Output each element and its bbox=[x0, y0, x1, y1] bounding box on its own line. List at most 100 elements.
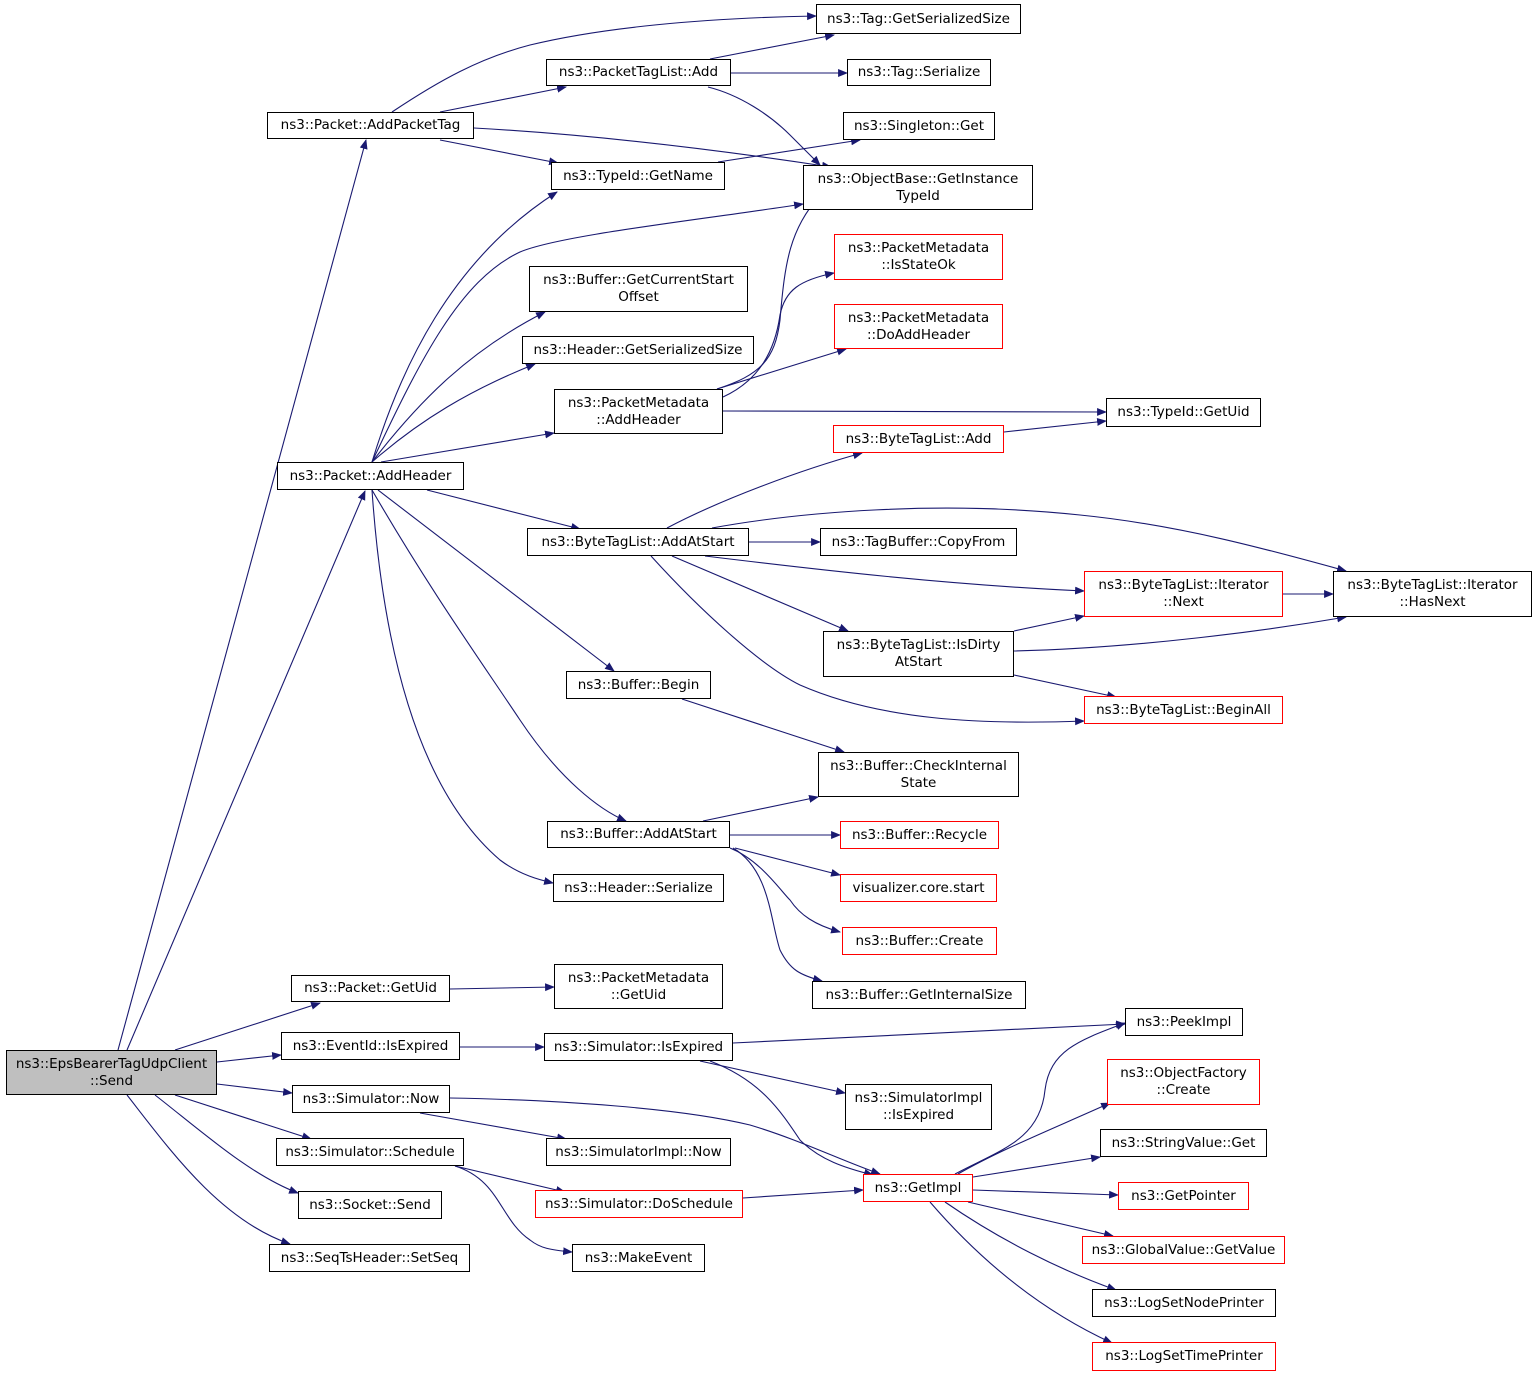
edge-packetmetadata-addheader-to-objectbase-getinstancetypeid bbox=[716, 194, 821, 390]
node-visualizer-core-start[interactable]: visualizer.core.start bbox=[840, 874, 997, 902]
node-packetmetadata-doaddheader[interactable]: ns3::PacketMetadata::DoAddHeader bbox=[834, 304, 1003, 349]
node-buffer-getinternalsize[interactable]: ns3::Buffer::GetInternalSize bbox=[812, 981, 1026, 1009]
edge-bytetaglist-addatstart-to-bytetaglist-iterator-next bbox=[704, 555, 1085, 595]
node-packet-addpackettag[interactable]: ns3::Packet::AddPacketTag bbox=[267, 112, 474, 139]
node-label-line: ns3::Tag::GetSerializedSize bbox=[827, 10, 1010, 27]
node-singleton-get[interactable]: ns3::Singleton::Get bbox=[843, 112, 995, 140]
edge-getimpl-to-objectfactory-create bbox=[957, 1102, 1111, 1175]
node-label-line: ns3::PacketMetadata bbox=[847, 240, 990, 256]
edge-packet-getuid-to-packetmetadata-getuid bbox=[449, 983, 555, 992]
edge-buffer-addatstart-to-buffer-create bbox=[729, 847, 841, 934]
node-bytetaglist-iterator-next[interactable]: ns3::ByteTagList::Iterator::Next bbox=[1084, 571, 1283, 617]
node-header-getserializedsize[interactable]: ns3::Header::GetSerializedSize bbox=[522, 336, 754, 364]
node-label-line: ns3::ObjectBase::GetInstance bbox=[817, 170, 1019, 187]
node-label: ns3::ByteTagList::AddAtStart bbox=[541, 534, 734, 551]
node-stringvalue-get[interactable]: ns3::StringValue::Get bbox=[1100, 1129, 1267, 1157]
node-label: ns3::EventId::IsExpired bbox=[293, 1038, 449, 1055]
edge-getimpl-to-peekimpl bbox=[954, 1022, 1126, 1175]
edge-getimpl-to-logsetnodeprinter bbox=[944, 1201, 1117, 1291]
node-packet-getuid[interactable]: ns3::Packet::GetUid bbox=[291, 975, 450, 1002]
node-label: ns3::MakeEvent bbox=[585, 1250, 693, 1267]
edge-packet-addheader-to-objectbase-getinstancetypeid bbox=[371, 201, 804, 463]
node-packet-addheader[interactable]: ns3::Packet::AddHeader bbox=[277, 462, 464, 490]
node-buffer-addatstart[interactable]: ns3::Buffer::AddAtStart bbox=[547, 821, 730, 848]
node-label-line: ns3::Header::GetSerializedSize bbox=[533, 341, 743, 358]
edge-bytetaglist-add-to-typeid-getuid bbox=[1003, 418, 1107, 433]
node-seqtsheader-setseq[interactable]: ns3::SeqTsHeader::SetSeq bbox=[269, 1244, 470, 1272]
node-getimpl[interactable]: ns3::GetImpl bbox=[863, 1174, 973, 1202]
node-socket-send[interactable]: ns3::Socket::Send bbox=[298, 1191, 442, 1219]
node-simulatorimpl-now[interactable]: ns3::SimulatorImpl::Now bbox=[546, 1138, 731, 1166]
node-label: ns3::SeqTsHeader::SetSeq bbox=[281, 1250, 458, 1267]
edge-bytetaglist-isdirtyatstart-to-bytetaglist-iterator-next bbox=[1013, 613, 1085, 632]
node-label: ns3::LogSetTimePrinter bbox=[1105, 1348, 1263, 1365]
node-eventid-isexpired[interactable]: ns3::EventId::IsExpired bbox=[281, 1032, 460, 1060]
node-buffer-begin[interactable]: ns3::Buffer::Begin bbox=[566, 671, 711, 699]
node-label-line: ns3::ObjectFactory bbox=[1120, 1065, 1247, 1081]
edge-getimpl-to-getpointer bbox=[972, 1189, 1119, 1199]
node-typeid-getname[interactable]: ns3::TypeId::GetName bbox=[551, 162, 725, 190]
node-label-line: ns3::Buffer::Create bbox=[855, 932, 984, 949]
node-label: ns3::Buffer::GetInternalSize bbox=[826, 987, 1013, 1004]
node-buffer-create[interactable]: ns3::Buffer::Create bbox=[842, 927, 997, 955]
node-objectfactory-create[interactable]: ns3::ObjectFactory::Create bbox=[1107, 1059, 1260, 1105]
node-packetmetadata-addheader[interactable]: ns3::PacketMetadata::AddHeader bbox=[554, 389, 723, 434]
node-label-line: ns3::MakeEvent bbox=[584, 1249, 693, 1266]
node-label-line: ::DoAddHeader bbox=[866, 326, 971, 343]
edge-packetmetadata-addheader-to-packetmetadata-doaddheader bbox=[716, 347, 847, 390]
node-bytetaglist-addatstart[interactable]: ns3::ByteTagList::AddAtStart bbox=[527, 528, 749, 556]
node-buffer-recycle[interactable]: ns3::Buffer::Recycle bbox=[840, 821, 999, 849]
node-label-line: ns3::ByteTagList::Iterator bbox=[1098, 577, 1269, 593]
edge-packet-addheader-to-buffer-getcurrentstartoffset bbox=[371, 311, 546, 463]
edge-simulator-doschedule-to-getimpl bbox=[742, 1186, 864, 1199]
edge-simulator-now-to-getimpl bbox=[449, 1097, 881, 1175]
node-typeid-getuid[interactable]: ns3::TypeId::GetUid bbox=[1106, 398, 1261, 427]
node-logsetnodeprinter[interactable]: ns3::LogSetNodePrinter bbox=[1092, 1289, 1276, 1317]
node-simulator-schedule[interactable]: ns3::Simulator::Schedule bbox=[276, 1138, 464, 1166]
node-label: ns3::TypeId::GetName bbox=[563, 168, 713, 185]
node-label-line: ::IsStateOk bbox=[881, 257, 956, 273]
node-label-line: ns3::ByteTagList::BeginAll bbox=[1096, 701, 1271, 718]
node-header-serialize[interactable]: ns3::Header::Serialize bbox=[553, 874, 724, 902]
edge-packet-addheader-to-typeid-getname bbox=[371, 191, 558, 463]
node-globalvalue-getvalue[interactable]: ns3::GlobalValue::GetValue bbox=[1082, 1236, 1285, 1264]
node-label-line: ns3::Socket::Send bbox=[309, 1196, 431, 1213]
node-bytetaglist-iterator-hasnext[interactable]: ns3::ByteTagList::Iterator::HasNext bbox=[1333, 571, 1532, 617]
node-logsettimeprinter[interactable]: ns3::LogSetTimePrinter bbox=[1092, 1342, 1276, 1371]
edge-packetmetadata-addheader-to-packetmetadata-isstateok bbox=[722, 270, 835, 398]
node-peekimpl[interactable]: ns3::PeekImpl bbox=[1125, 1008, 1243, 1036]
node-bytetaglist-beginall[interactable]: ns3::ByteTagList::BeginAll bbox=[1084, 696, 1283, 724]
node-label-line: ns3::LogSetTimePrinter bbox=[1105, 1348, 1263, 1364]
node-simulator-doschedule[interactable]: ns3::Simulator::DoSchedule bbox=[535, 1190, 743, 1218]
node-label: ns3::GlobalValue::GetValue bbox=[1092, 1242, 1276, 1259]
node-label-line: ns3::ByteTagList::IsDirty bbox=[836, 637, 1001, 653]
edge-simulator-schedule-to-makeevent bbox=[454, 1165, 573, 1256]
edge-getimpl-to-globalvalue-getvalue bbox=[967, 1201, 1114, 1238]
node-packettaglist-add[interactable]: ns3::PacketTagList::Add bbox=[546, 59, 731, 86]
node-packetmetadata-isstateok[interactable]: ns3::PacketMetadata::IsStateOk bbox=[834, 234, 1003, 280]
node-packetmetadata-getuid[interactable]: ns3::PacketMetadata::GetUid bbox=[554, 964, 723, 1009]
node-label: ns3::Tag::GetSerializedSize bbox=[827, 11, 1010, 28]
node-simulatorimpl-isexpired[interactable]: ns3::SimulatorImpl::IsExpired bbox=[845, 1084, 992, 1130]
node-tag-serialize[interactable]: ns3::Tag::Serialize bbox=[847, 59, 991, 86]
edge-bytetaglist-addatstart-to-bytetaglist-iterator-hasnext bbox=[711, 507, 1347, 573]
node-label-line: ::Send bbox=[89, 1072, 134, 1089]
node-tagbuffer-copyfrom[interactable]: ns3::TagBuffer::CopyFrom bbox=[820, 528, 1017, 556]
node-label: ns3::ByteTagList::Add bbox=[846, 431, 992, 448]
node-simulator-now[interactable]: ns3::Simulator::Now bbox=[292, 1085, 450, 1113]
node-tag-getserializedsize[interactable]: ns3::Tag::GetSerializedSize bbox=[816, 4, 1021, 34]
node-makeevent[interactable]: ns3::MakeEvent bbox=[572, 1244, 705, 1272]
edge-packetmetadata-addheader-to-typeid-getuid bbox=[722, 408, 1107, 416]
node-label: ns3::PacketMetadata::AddHeader bbox=[568, 395, 709, 429]
node-simulator-isexpired[interactable]: ns3::Simulator::IsExpired bbox=[544, 1033, 733, 1061]
node-label: visualizer.core.start bbox=[852, 880, 984, 897]
node-label-line: ::IsExpired bbox=[882, 1107, 955, 1123]
node-bytetaglist-add[interactable]: ns3::ByteTagList::Add bbox=[833, 425, 1004, 453]
node-getpointer[interactable]: ns3::GetPointer bbox=[1118, 1182, 1249, 1210]
node-root[interactable]: ns3::EpsBearerTagUdpClient::Send bbox=[6, 1050, 217, 1095]
